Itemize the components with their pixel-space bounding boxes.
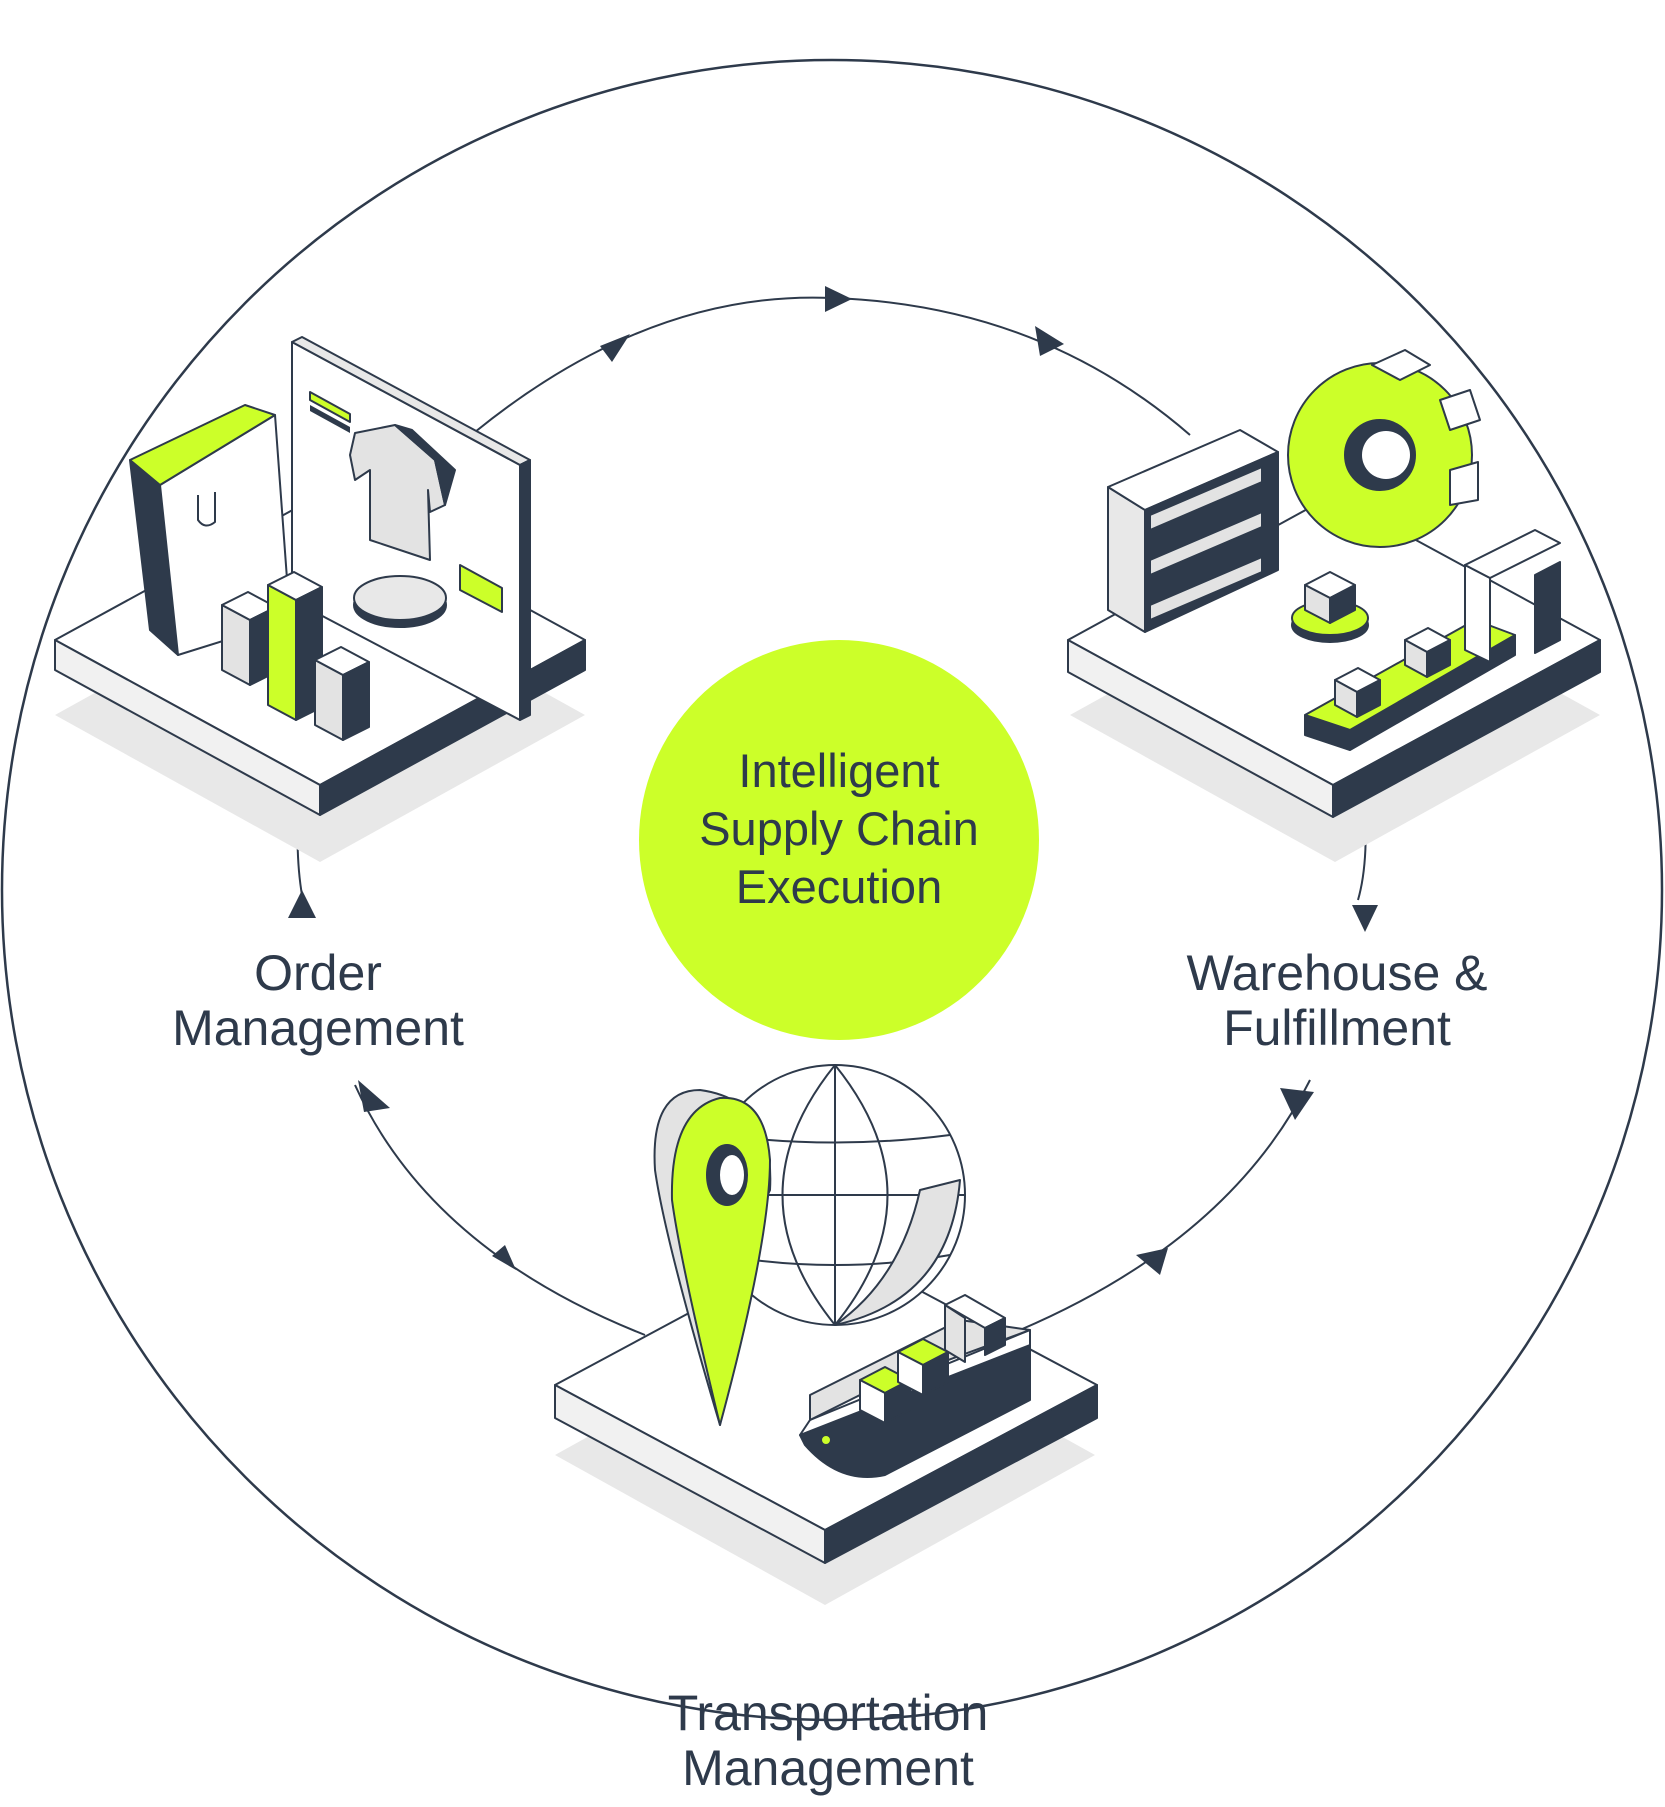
center-title-line3: Execution: [735, 859, 943, 913]
arrow-top: [825, 286, 852, 312]
conveyor-icon: [1304, 529, 1561, 751]
warehouse-label-line1: Warehouse &: [1186, 945, 1488, 1001]
center-hub: [639, 640, 1039, 1040]
gear-icon: [1287, 349, 1481, 548]
arrow-left-up: [288, 890, 316, 918]
center-title: Intelligent Supply Chain Execution: [629, 742, 1049, 915]
center-title-line2: Supply Chain: [699, 801, 979, 855]
outer-ring: [0, 58, 1664, 1722]
warehouse-fulfillment-label: Warehouse & Fulfillment: [1107, 946, 1567, 1056]
arrow-bottom-left: [492, 1245, 516, 1270]
monitor-icon: [291, 336, 531, 721]
location-pin-icon: [653, 1089, 772, 1426]
transportation-management-label: Transportation Management: [598, 1686, 1058, 1796]
arrow-left-lower: [358, 1080, 390, 1112]
arrow-right-down: [1352, 905, 1378, 932]
transport-platform: [554, 1064, 1098, 1605]
shelving-icon: [1107, 429, 1279, 633]
arrow-right-lower: [1280, 1088, 1314, 1120]
order-label-line2: Management: [172, 1000, 464, 1056]
arrow-top-right: [1035, 326, 1064, 356]
order-management-label: Order Management: [88, 946, 548, 1056]
transport-label-line2: Management: [682, 1740, 974, 1796]
pedestal-box: [1291, 571, 1369, 643]
transport-label-line1: Transportation: [667, 1685, 989, 1741]
tshirt-icon: [349, 424, 456, 561]
center-title-line1: Intelligent: [738, 744, 940, 797]
order-platform: [54, 336, 586, 862]
shopping-bag-icon: [129, 404, 291, 656]
arrow-top-left: [600, 334, 630, 362]
warehouse-label-line2: Fulfillment: [1223, 1000, 1451, 1056]
cargo-ship-icon: [799, 1294, 1031, 1478]
warehouse-platform: [1067, 349, 1601, 862]
arrow-bottom-right: [1136, 1248, 1168, 1275]
order-label-line1: Order: [254, 945, 382, 1001]
bar-chart-icon: [221, 571, 370, 741]
cycle-arrows: [288, 286, 1378, 1275]
globe-icon: [704, 1064, 966, 1326]
